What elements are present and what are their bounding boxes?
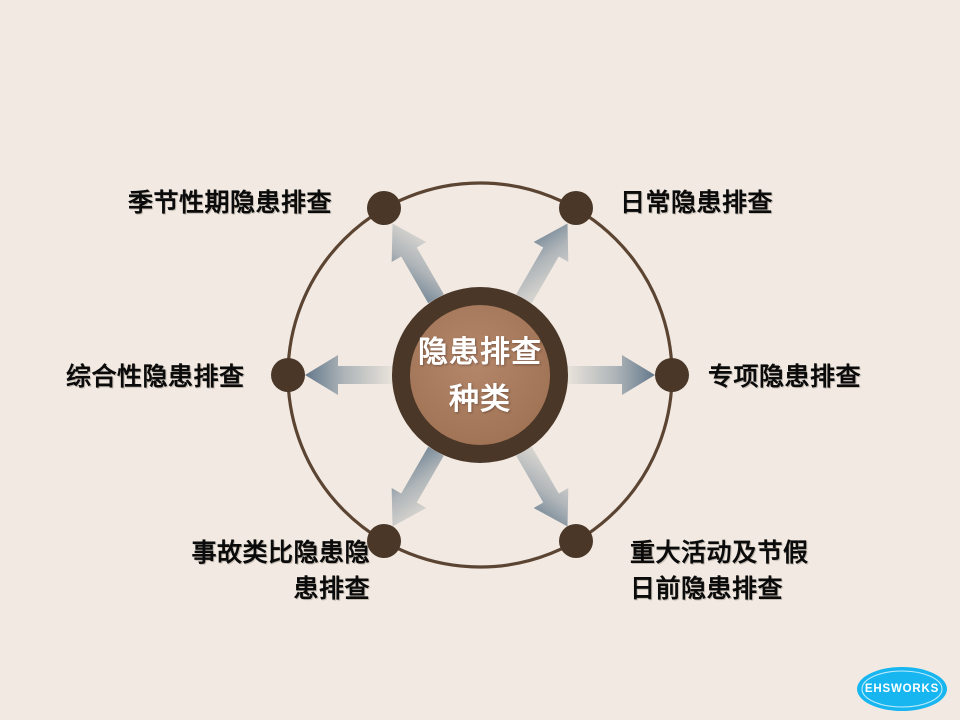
arrow-to-top-left	[391, 223, 444, 304]
node-label-top-right[interactable]: 日常隐患排查	[620, 189, 774, 217]
center-circle-fill[interactable]	[410, 305, 550, 445]
node-dot-top-left[interactable]	[367, 191, 401, 225]
node-label-bottom-left[interactable]: 事故类比隐患隐 患排查	[191, 539, 370, 603]
node-dot-right[interactable]	[655, 358, 689, 392]
node-dot-left[interactable]	[271, 358, 305, 392]
node-label-top-left[interactable]: 季节性期隐患排查	[128, 189, 333, 217]
ehsworks-logo[interactable]: EHSWORKS	[856, 666, 948, 712]
node-dot-bottom-right[interactable]	[559, 524, 593, 558]
node-label-right[interactable]: 专项隐患排查	[708, 363, 862, 391]
node-dot-bottom-left[interactable]	[367, 524, 401, 558]
arrow-to-bottom-right	[516, 446, 569, 527]
arrow-to-bottom-left	[391, 446, 444, 527]
arrow-to-right	[568, 355, 655, 395]
arrow-to-top-right	[516, 223, 569, 304]
node-dot-top-right[interactable]	[559, 191, 593, 225]
node-label-left[interactable]: 综合性隐患排查	[66, 363, 245, 391]
logo-ellipse-icon	[857, 667, 947, 711]
node-label-bottom-right[interactable]: 重大活动及节假 日前隐患排查	[630, 539, 809, 603]
arrow-to-left	[305, 355, 392, 395]
